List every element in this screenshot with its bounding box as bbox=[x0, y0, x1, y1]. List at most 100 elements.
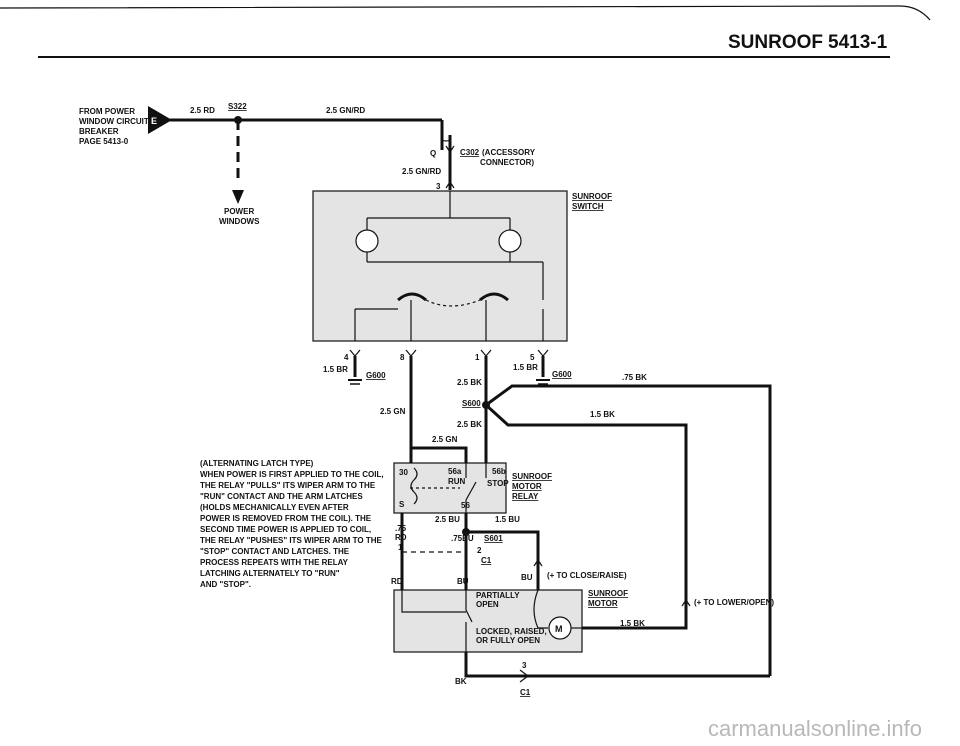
wire-label: 1.5 BR bbox=[323, 365, 348, 374]
svg-text:PAGE 5413-0: PAGE 5413-0 bbox=[79, 137, 129, 146]
arrow-up-icon bbox=[533, 558, 543, 567]
motor-switch-label: OR FULLY OPEN bbox=[476, 636, 540, 645]
arrow-up-icon bbox=[681, 598, 691, 607]
relay-pin: 56a bbox=[448, 467, 462, 476]
connector-icon bbox=[445, 180, 455, 189]
page-number: 5413-1 bbox=[828, 32, 888, 53]
connector-label: C1 bbox=[481, 556, 492, 565]
wire-label: 1.5 BK bbox=[590, 410, 615, 419]
wire-label: 2.5 BK bbox=[457, 420, 482, 429]
relay-description: (ALTERNATING LATCH TYPE) WHEN POWER IS F… bbox=[200, 459, 384, 589]
wire-label: RD bbox=[391, 577, 403, 586]
splice-label: S322 bbox=[228, 102, 247, 111]
connector-pin: Q bbox=[430, 149, 436, 158]
svg-text:THE RELAY "PULLS" ITS WIPER AR: THE RELAY "PULLS" ITS WIPER ARM TO THE bbox=[200, 481, 376, 490]
relay-internal bbox=[465, 463, 487, 478]
relay-wiper bbox=[465, 481, 477, 501]
sunroof-motor-box bbox=[393, 589, 583, 653]
wire-label: .75BU bbox=[451, 534, 474, 543]
wire-label: 2.5 GN/RD bbox=[402, 167, 441, 176]
wire-bk-15 bbox=[484, 403, 688, 612]
lamp-icon bbox=[355, 229, 379, 253]
switch-label: SUNROOF bbox=[572, 192, 612, 201]
wire-label: 2.5 RD bbox=[190, 106, 215, 115]
relay-pin: 1 bbox=[398, 543, 403, 552]
connector-pin: 3 bbox=[436, 182, 441, 191]
wire-bu-15 bbox=[466, 530, 540, 590]
motor-switch-label: PARTIALLY bbox=[476, 591, 520, 600]
svg-text:THE RELAY "PUSHES" ITS WIPER A: THE RELAY "PUSHES" ITS WIPER ARM TO THE bbox=[200, 536, 382, 545]
rocker-link bbox=[425, 299, 481, 307]
wire-label: 1.5 BU bbox=[495, 515, 520, 524]
switch-pin: 1 bbox=[475, 353, 480, 362]
svg-text:BREAKER: BREAKER bbox=[79, 127, 119, 136]
switch-pin: 4 bbox=[344, 353, 349, 362]
relay-label: MOTOR bbox=[512, 482, 542, 491]
svg-text:POWER IS REMOVED FROM THE COIL: POWER IS REMOVED FROM THE COIL). THE bbox=[200, 514, 372, 523]
svg-text:WINDOW CIRCUIT: WINDOW CIRCUIT bbox=[79, 117, 149, 126]
sunroof-switch-box bbox=[312, 190, 568, 342]
arrow-down-icon bbox=[232, 190, 244, 204]
wire-bk-75 bbox=[485, 384, 772, 676]
wire-bk-bottom bbox=[464, 652, 770, 678]
connector-pin: 3 bbox=[522, 661, 527, 670]
svg-text:(ALTERNATING LATCH TYPE): (ALTERNATING LATCH TYPE) bbox=[200, 459, 314, 468]
relay-pin: 30 bbox=[399, 468, 408, 477]
svg-text:PROCESS REPEATS WITH THE RELAY: PROCESS REPEATS WITH THE RELAY bbox=[200, 558, 349, 567]
wire-label: 2.5 GN bbox=[380, 407, 406, 416]
svg-text:WHEN POWER IS FIRST APPLIED TO: WHEN POWER IS FIRST APPLIED TO THE COIL, bbox=[200, 470, 384, 479]
connector-shape bbox=[441, 139, 451, 142]
relay-contact: RUN bbox=[448, 477, 466, 486]
power-windows-label: WINDOWS bbox=[219, 217, 260, 226]
wire-label: BK bbox=[455, 677, 467, 686]
power-windows-label: POWER bbox=[224, 207, 254, 216]
wire-label: RD bbox=[395, 533, 407, 542]
connector-label: C302 bbox=[460, 148, 480, 157]
top-rule bbox=[0, 5, 931, 21]
wire-label: .75 BK bbox=[622, 373, 647, 382]
wire-motor-bk bbox=[582, 612, 688, 630]
motor-internal bbox=[533, 589, 548, 629]
relay-pin: 56b bbox=[492, 467, 506, 476]
svg-text:"STOP" CONTACT AND LATCHES. TH: "STOP" CONTACT AND LATCHES. THE bbox=[200, 547, 350, 556]
wire-label: 1.5 BK bbox=[620, 619, 645, 628]
motor-switch-label: OPEN bbox=[476, 600, 499, 609]
connector-label: C1 bbox=[520, 688, 531, 697]
svg-text:"RUN" CONTACT AND THE ARM LATC: "RUN" CONTACT AND THE ARM LATCHES bbox=[200, 492, 363, 501]
motor-internal bbox=[401, 590, 473, 623]
wire-label: 1.5 BR bbox=[513, 363, 538, 372]
wire-label: BU bbox=[457, 577, 469, 586]
source-label: FROM POWER WINDOW CIRCUIT BREAKER PAGE 5… bbox=[79, 107, 149, 146]
relay-contact: STOP bbox=[487, 479, 509, 488]
connector-icon bbox=[519, 669, 529, 683]
switch-label: SWITCH bbox=[572, 202, 604, 211]
ground-label: G600 bbox=[366, 371, 386, 380]
watermark: carmanualsonline.info bbox=[708, 716, 922, 741]
pin-markers bbox=[349, 349, 549, 357]
splice-label: S601 bbox=[484, 534, 503, 543]
wire-label: BU bbox=[521, 573, 533, 582]
svg-text:SECOND TIME POWER IS APPLIED T: SECOND TIME POWER IS APPLIED TO COIL, bbox=[200, 525, 371, 534]
wire-gn-relay bbox=[411, 446, 468, 463]
wire-label: .75 bbox=[395, 524, 407, 533]
svg-text:LATCHING ALTERNATELY TO "RUN": LATCHING ALTERNATELY TO "RUN" bbox=[200, 569, 340, 578]
breaker-arrow-icon bbox=[148, 106, 172, 134]
connector-desc: (ACCESSORY bbox=[482, 148, 536, 157]
breaker-badge: E bbox=[151, 116, 157, 126]
wire-label: 2.5 BK bbox=[457, 378, 482, 387]
page-title: SUNROOF bbox=[728, 32, 823, 53]
ground-label: G600 bbox=[552, 370, 572, 379]
svg-text:FROM POWER: FROM POWER bbox=[79, 107, 135, 116]
connector-desc: CONNECTOR) bbox=[480, 158, 534, 167]
relay-label: RELAY bbox=[512, 492, 539, 501]
lower-open-note: (+ TO LOWER/OPEN) bbox=[694, 598, 774, 607]
svg-text:AND "STOP".: AND "STOP". bbox=[200, 580, 251, 589]
close-raise-note: (+ TO CLOSE/RAISE) bbox=[547, 571, 627, 580]
connector-pin: 2 bbox=[477, 546, 482, 555]
motor-label: SUNROOF bbox=[588, 589, 628, 598]
motor-symbol: M bbox=[555, 624, 563, 634]
relay-coil-icon bbox=[410, 467, 418, 505]
connector-icon bbox=[445, 145, 455, 154]
switch-pin: 5 bbox=[530, 353, 535, 362]
